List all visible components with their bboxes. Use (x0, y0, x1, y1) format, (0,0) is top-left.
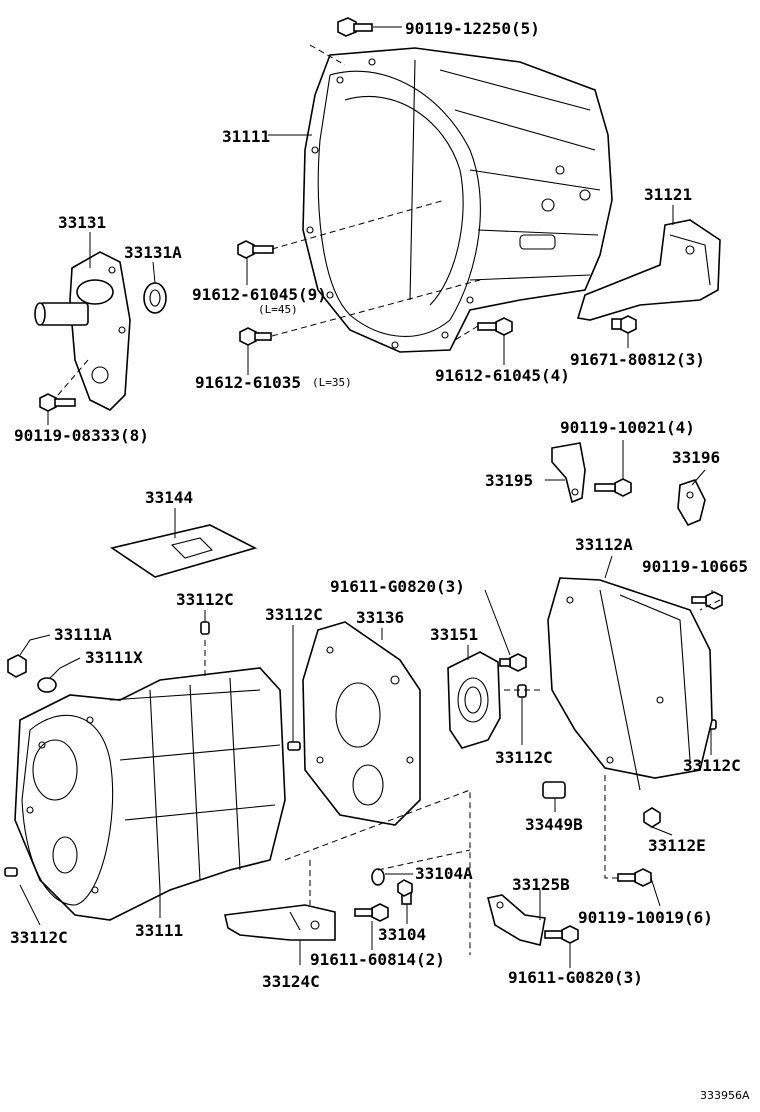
guide-line-5 (57, 359, 89, 396)
dowel-pin-33112C-b (287, 741, 301, 751)
label-90119-08333: 90119-08333(8) (14, 426, 149, 445)
cover-plate-33144 (110, 524, 258, 578)
label-91611-G0820-bot: 91611-G0820(3) (508, 968, 643, 987)
label-33112C-b: 33112C (265, 605, 323, 624)
guide-line-3 (271, 279, 481, 337)
guide-line-12 (699, 599, 721, 611)
label-90119-10665: 90119-10665 (642, 557, 748, 576)
plug-33104 (397, 879, 413, 905)
oil-seal-33131A (143, 282, 167, 314)
bolt-90119-08333 (39, 393, 76, 412)
figure-id: 333956A (700, 1089, 750, 1102)
label-33104A: 33104A (415, 864, 473, 883)
label-length-45: (L=45) (258, 303, 298, 316)
bearing-retainer-33131 (34, 251, 131, 411)
bolt-91612-61045-4 (477, 317, 513, 336)
label-33144: 33144 (145, 488, 193, 507)
bolt-91611-G0820-bot (544, 925, 579, 944)
lever-33195 (551, 442, 586, 504)
intermediate-plate-33136 (302, 621, 421, 826)
dowel-pin-33112C-c (517, 684, 527, 698)
label-90119-12250: 90119-12250(5) (405, 19, 540, 38)
label-33112C-a: 33112C (176, 590, 234, 609)
label-31111-top: 31111 (222, 127, 270, 146)
bolt-91612-61035 (239, 327, 272, 346)
dowel-pin-33112C-a (200, 621, 210, 635)
gasket-33111X (37, 677, 57, 693)
washer-33104A (371, 868, 385, 886)
bolt-90119-12250 (337, 17, 373, 37)
bolt-90119-10019 (617, 868, 652, 887)
label-33124C: 33124C (262, 972, 320, 991)
bolt-90119-10021 (594, 478, 632, 497)
label-33196: 33196 (672, 448, 720, 467)
guide-line-11 (604, 775, 620, 879)
label-91611-60814: 91611-60814(2) (310, 950, 445, 969)
label-91612-61045-9: 91612-61045(9) (192, 285, 327, 304)
dowel-pin-33112C-e (4, 867, 18, 877)
lever-33196 (677, 479, 706, 527)
leader-lines (19, 26, 713, 968)
label-33111X: 33111X (85, 648, 143, 667)
bolt-91611-60814 (354, 903, 389, 922)
label-33111-bottom: 33111 (135, 921, 183, 940)
label-91612-61035: 91612-61035 (195, 373, 301, 392)
label-33449B: 33449B (525, 815, 583, 834)
guide-line-4 (454, 325, 479, 341)
label-33111A: 33111A (54, 625, 112, 644)
label-33125B: 33125B (512, 875, 570, 894)
label-33112C-d: 33112C (683, 756, 741, 775)
guide-line-7 (284, 789, 471, 955)
block-33449B (542, 781, 566, 799)
bracket-33125B (487, 894, 546, 946)
label-33112E: 33112E (648, 836, 706, 855)
retainer-33151 (447, 651, 501, 749)
guide-line-9 (377, 849, 471, 871)
label-33112C-e: 33112C (10, 928, 68, 947)
label-33131: 33131 (58, 213, 106, 232)
label-91612-61045-4: 91612-61045(4) (435, 366, 570, 385)
label-91671-80812: 91671-80812(3) (570, 350, 705, 369)
label-31121: 31121 (644, 185, 692, 204)
clutch-housing-31111 (302, 47, 613, 353)
label-90119-10021: 90119-10021(4) (560, 418, 695, 437)
label-33112A: 33112A (575, 535, 633, 554)
plug-33112E (643, 807, 661, 828)
label-33151: 33151 (430, 625, 478, 644)
label-91611-G0820-top: 91611-G0820(3) (330, 577, 465, 596)
label-33104: 33104 (378, 925, 426, 944)
label-length-35: (L=35) (312, 376, 352, 389)
guide-line-1 (309, 44, 346, 66)
bolt-91671-80812 (611, 315, 637, 334)
label-33112C-c: 33112C (495, 748, 553, 767)
plug-33111A (7, 654, 27, 678)
bracket-33124C (224, 904, 336, 941)
transmission-case-33111 (14, 667, 286, 921)
bolt-91612-61045-9 (237, 240, 274, 259)
extension-housing-33112A (547, 577, 713, 791)
label-90119-10019: 90119-10019(6) (578, 908, 713, 927)
label-33136: 33136 (356, 608, 404, 627)
label-33195: 33195 (485, 471, 533, 490)
bolt-91611-G0820-top (499, 653, 527, 672)
bracket-31121 (576, 219, 721, 321)
label-33131A: 33131A (124, 243, 182, 262)
